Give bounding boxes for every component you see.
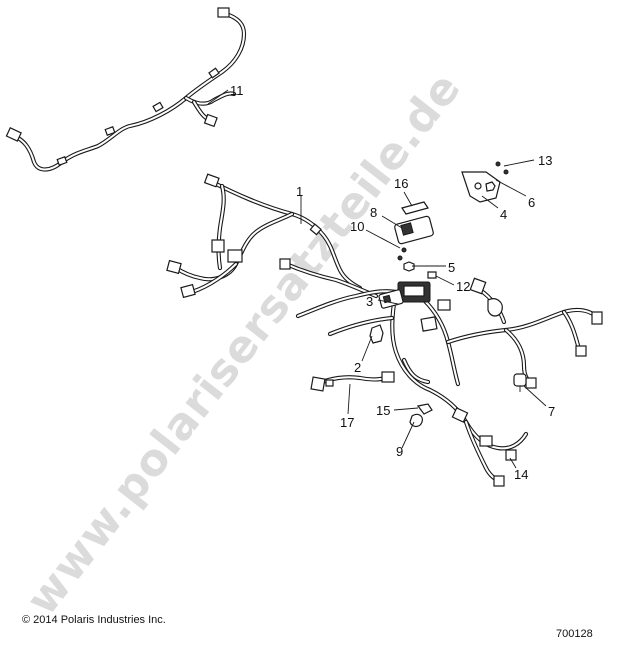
figure-number: 700128	[556, 628, 593, 640]
leader-lines	[207, 89, 547, 469]
harness-1-front	[166, 173, 379, 299]
part-5-nut	[403, 261, 415, 272]
callout-3: 3	[366, 294, 373, 309]
harness-11-rear	[5, 7, 247, 172]
callout-4: 4	[500, 207, 507, 222]
callout-6: 6	[528, 195, 535, 210]
callout-12: 12	[456, 279, 470, 294]
part-8-control-module	[394, 215, 434, 245]
copyright-text: © 2014 Polaris Industries Inc.	[22, 614, 166, 626]
part-4-bracket-hole	[474, 182, 482, 190]
callout-17: 17	[340, 415, 354, 430]
callout-10: 10	[350, 219, 364, 234]
main-harness	[295, 277, 603, 487]
part-9-clip	[409, 413, 423, 428]
callout-13: 13	[538, 153, 552, 168]
part-14-connector	[505, 449, 517, 461]
callout-1: 1	[296, 184, 303, 199]
part-10-screws	[397, 247, 407, 261]
callout-16: 16	[394, 176, 408, 191]
part-17-jumper-harness	[310, 371, 395, 392]
part-12-bolt	[427, 271, 437, 279]
part-2-grommet	[369, 324, 384, 344]
callout-15: 15	[376, 403, 390, 418]
part-7-sensor	[513, 373, 527, 392]
callout-11: 11	[230, 83, 244, 98]
part-16-cover	[401, 201, 429, 215]
callout-5: 5	[448, 260, 455, 275]
part-13-screws	[495, 161, 509, 175]
callout-14: 14	[514, 467, 528, 482]
part-15-clip	[416, 403, 433, 415]
callout-9: 9	[396, 444, 403, 459]
watermark-text: www.polarisersatzteile.de	[16, 63, 471, 625]
callout-2: 2	[354, 360, 361, 375]
part-6-screw	[485, 181, 496, 192]
callout-8: 8	[370, 205, 377, 220]
callout-7: 7	[548, 404, 555, 419]
